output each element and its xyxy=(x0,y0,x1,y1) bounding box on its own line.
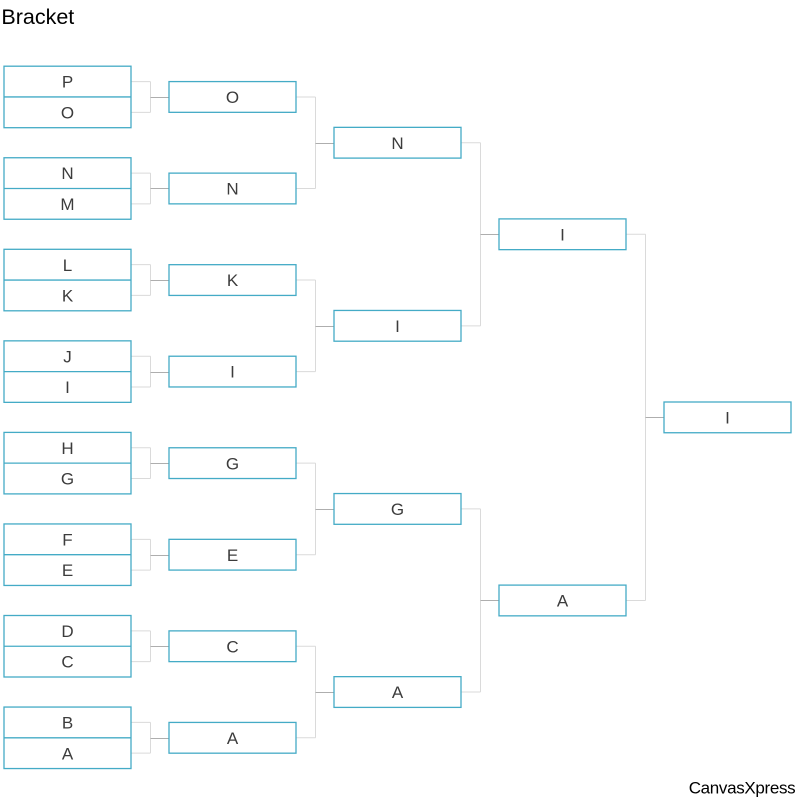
svg-text:G: G xyxy=(226,454,239,473)
svg-text:H: H xyxy=(61,439,73,458)
svg-text:M: M xyxy=(60,195,74,214)
svg-text:I: I xyxy=(395,317,400,336)
svg-text:A: A xyxy=(62,744,74,763)
svg-text:N: N xyxy=(226,180,238,199)
svg-text:C: C xyxy=(226,637,238,656)
svg-text:J: J xyxy=(63,347,72,366)
svg-text:A: A xyxy=(557,592,569,611)
svg-text:A: A xyxy=(392,683,404,702)
svg-text:B: B xyxy=(62,714,73,733)
svg-text:G: G xyxy=(391,500,404,519)
svg-text:E: E xyxy=(62,561,73,580)
svg-text:I: I xyxy=(230,363,235,382)
svg-text:K: K xyxy=(62,287,74,306)
svg-text:I: I xyxy=(725,408,730,427)
svg-text:C: C xyxy=(61,653,73,672)
svg-text:F: F xyxy=(62,530,72,549)
svg-text:N: N xyxy=(391,134,403,153)
svg-text:E: E xyxy=(227,546,238,565)
svg-text:O: O xyxy=(61,103,74,122)
svg-text:K: K xyxy=(227,271,239,290)
svg-text:D: D xyxy=(61,622,73,641)
svg-text:I: I xyxy=(65,378,70,397)
svg-text:I: I xyxy=(560,225,565,244)
svg-text:N: N xyxy=(61,164,73,183)
svg-text:P: P xyxy=(62,73,73,92)
svg-text:Bracket: Bracket xyxy=(1,5,74,29)
svg-text:L: L xyxy=(63,256,72,275)
svg-text:O: O xyxy=(226,88,239,107)
svg-text:G: G xyxy=(61,470,74,489)
svg-text:A: A xyxy=(227,729,239,748)
svg-text:CanvasXpress: CanvasXpress xyxy=(689,778,796,797)
